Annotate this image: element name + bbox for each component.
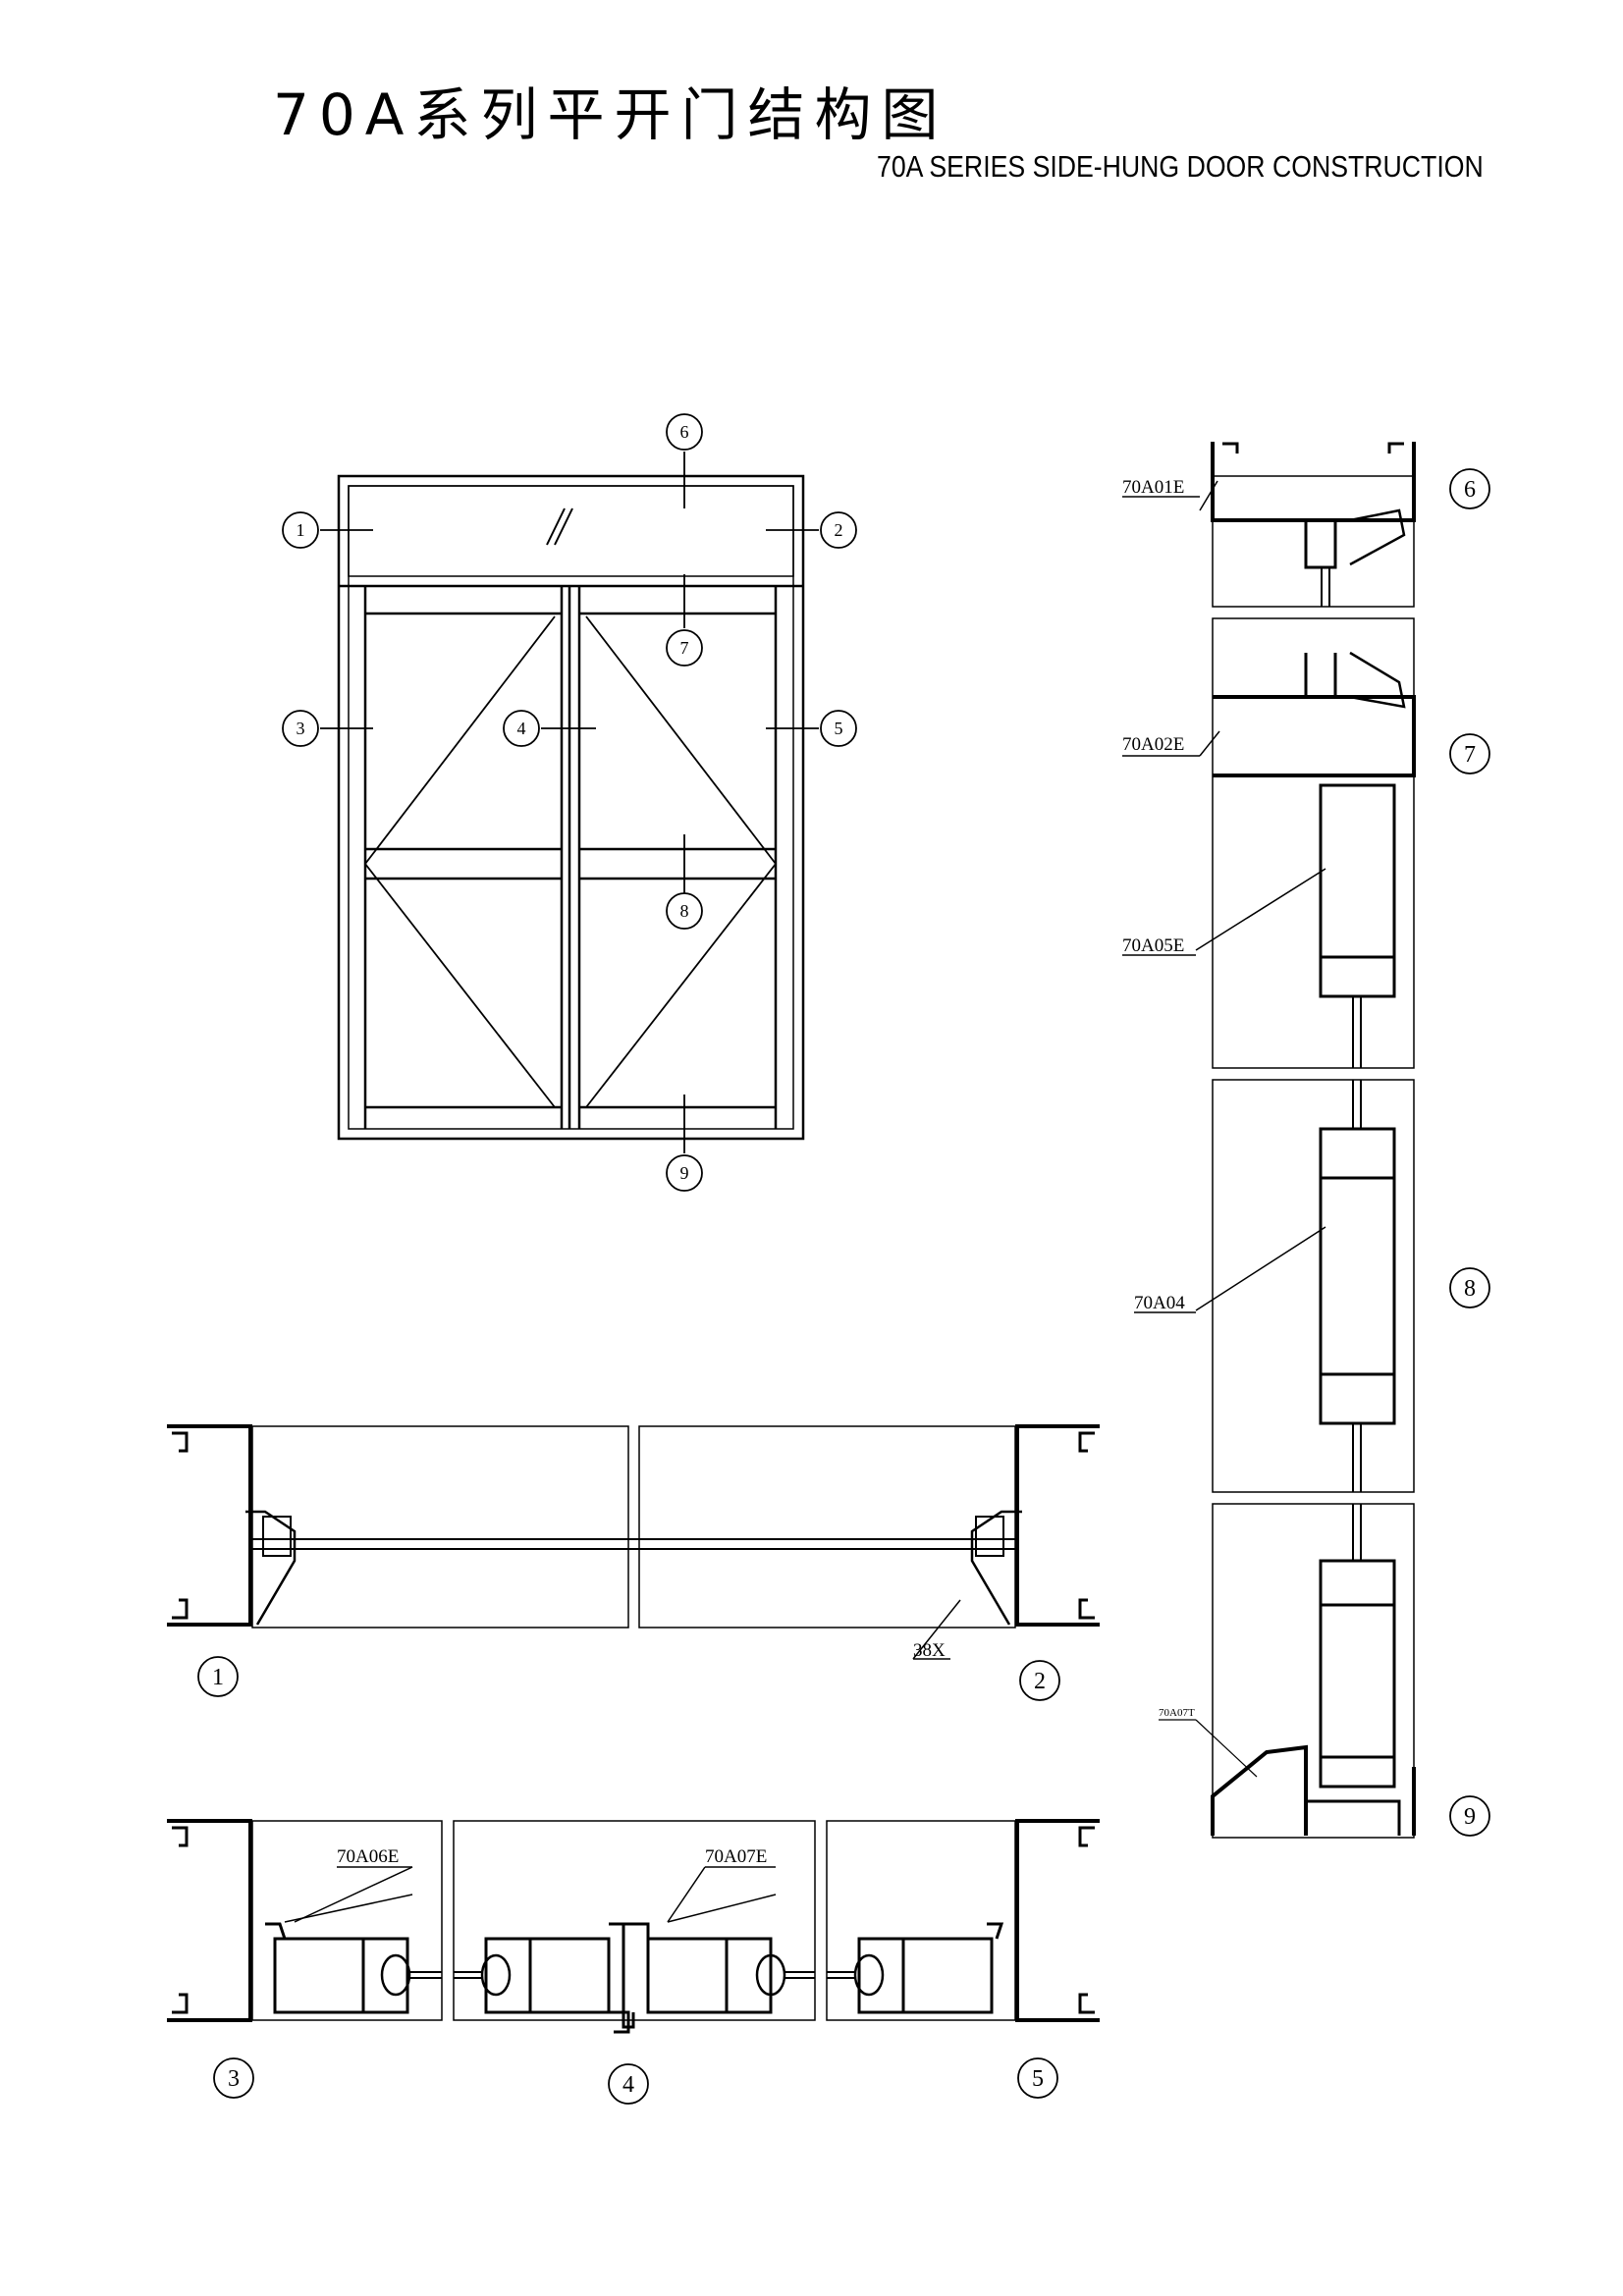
section-9-marker: 9 xyxy=(1464,1804,1476,1830)
profile-label-70A07E: 70A07E xyxy=(705,1846,767,1867)
profile-label-70A05E: 70A05E xyxy=(1122,935,1184,956)
callout-4-label: 4 xyxy=(517,719,526,738)
section-8-marker: 8 xyxy=(1464,1276,1476,1302)
profile-label-70A01E: 70A01E xyxy=(1122,477,1184,498)
door-elevation xyxy=(337,474,805,1141)
callout-6-label: 6 xyxy=(680,422,689,442)
vertical-sections xyxy=(1159,442,1416,1839)
title-chinese: 70A系列平开门结构图 xyxy=(273,81,948,148)
callout-5-label: 5 xyxy=(835,719,843,738)
section-1-2 xyxy=(167,1424,1100,1660)
section-6-marker: 6 xyxy=(1464,477,1476,503)
profile-label-70A06E: 70A06E xyxy=(337,1846,399,1867)
title-english: 70A SERIES SIDE-HUNG DOOR CONSTRUCTION xyxy=(877,149,1484,184)
callout-7 xyxy=(666,629,703,667)
section-callouts xyxy=(197,468,1490,2105)
profile-label-70A07T: 70A07T xyxy=(1159,1707,1195,1719)
section-5-marker: 5 xyxy=(1032,2066,1044,2092)
elevation-leaders xyxy=(320,452,819,1153)
profile-label-70A02E: 70A02E xyxy=(1122,734,1184,755)
callout-1-label: 1 xyxy=(297,520,305,540)
callout-6 xyxy=(666,413,703,451)
profile-label-70A04: 70A04 xyxy=(1134,1293,1185,1313)
callout-1 xyxy=(282,511,319,549)
section-7-marker: 7 xyxy=(1464,742,1476,768)
callout-2 xyxy=(820,511,857,549)
section-1-marker: 1 xyxy=(212,1665,224,1690)
callout-7-label: 7 xyxy=(680,638,689,658)
elevation-callouts xyxy=(282,413,857,1192)
section-2-marker: 2 xyxy=(1034,1669,1046,1694)
callout-9-label: 9 xyxy=(680,1163,689,1183)
callout-8-label: 8 xyxy=(680,901,689,921)
callout-9 xyxy=(666,1154,703,1192)
callout-3-label: 3 xyxy=(297,719,305,738)
section-4-marker: 4 xyxy=(622,2072,634,2098)
profile-label-38X: 38X xyxy=(913,1640,946,1661)
callout-4 xyxy=(503,710,540,747)
section-3-4-5 xyxy=(167,1819,1100,2034)
section-3-marker: 3 xyxy=(228,2066,240,2092)
callout-3 xyxy=(282,710,319,747)
callout-2-label: 2 xyxy=(835,520,843,540)
callout-8 xyxy=(666,892,703,930)
callout-5 xyxy=(820,710,857,747)
